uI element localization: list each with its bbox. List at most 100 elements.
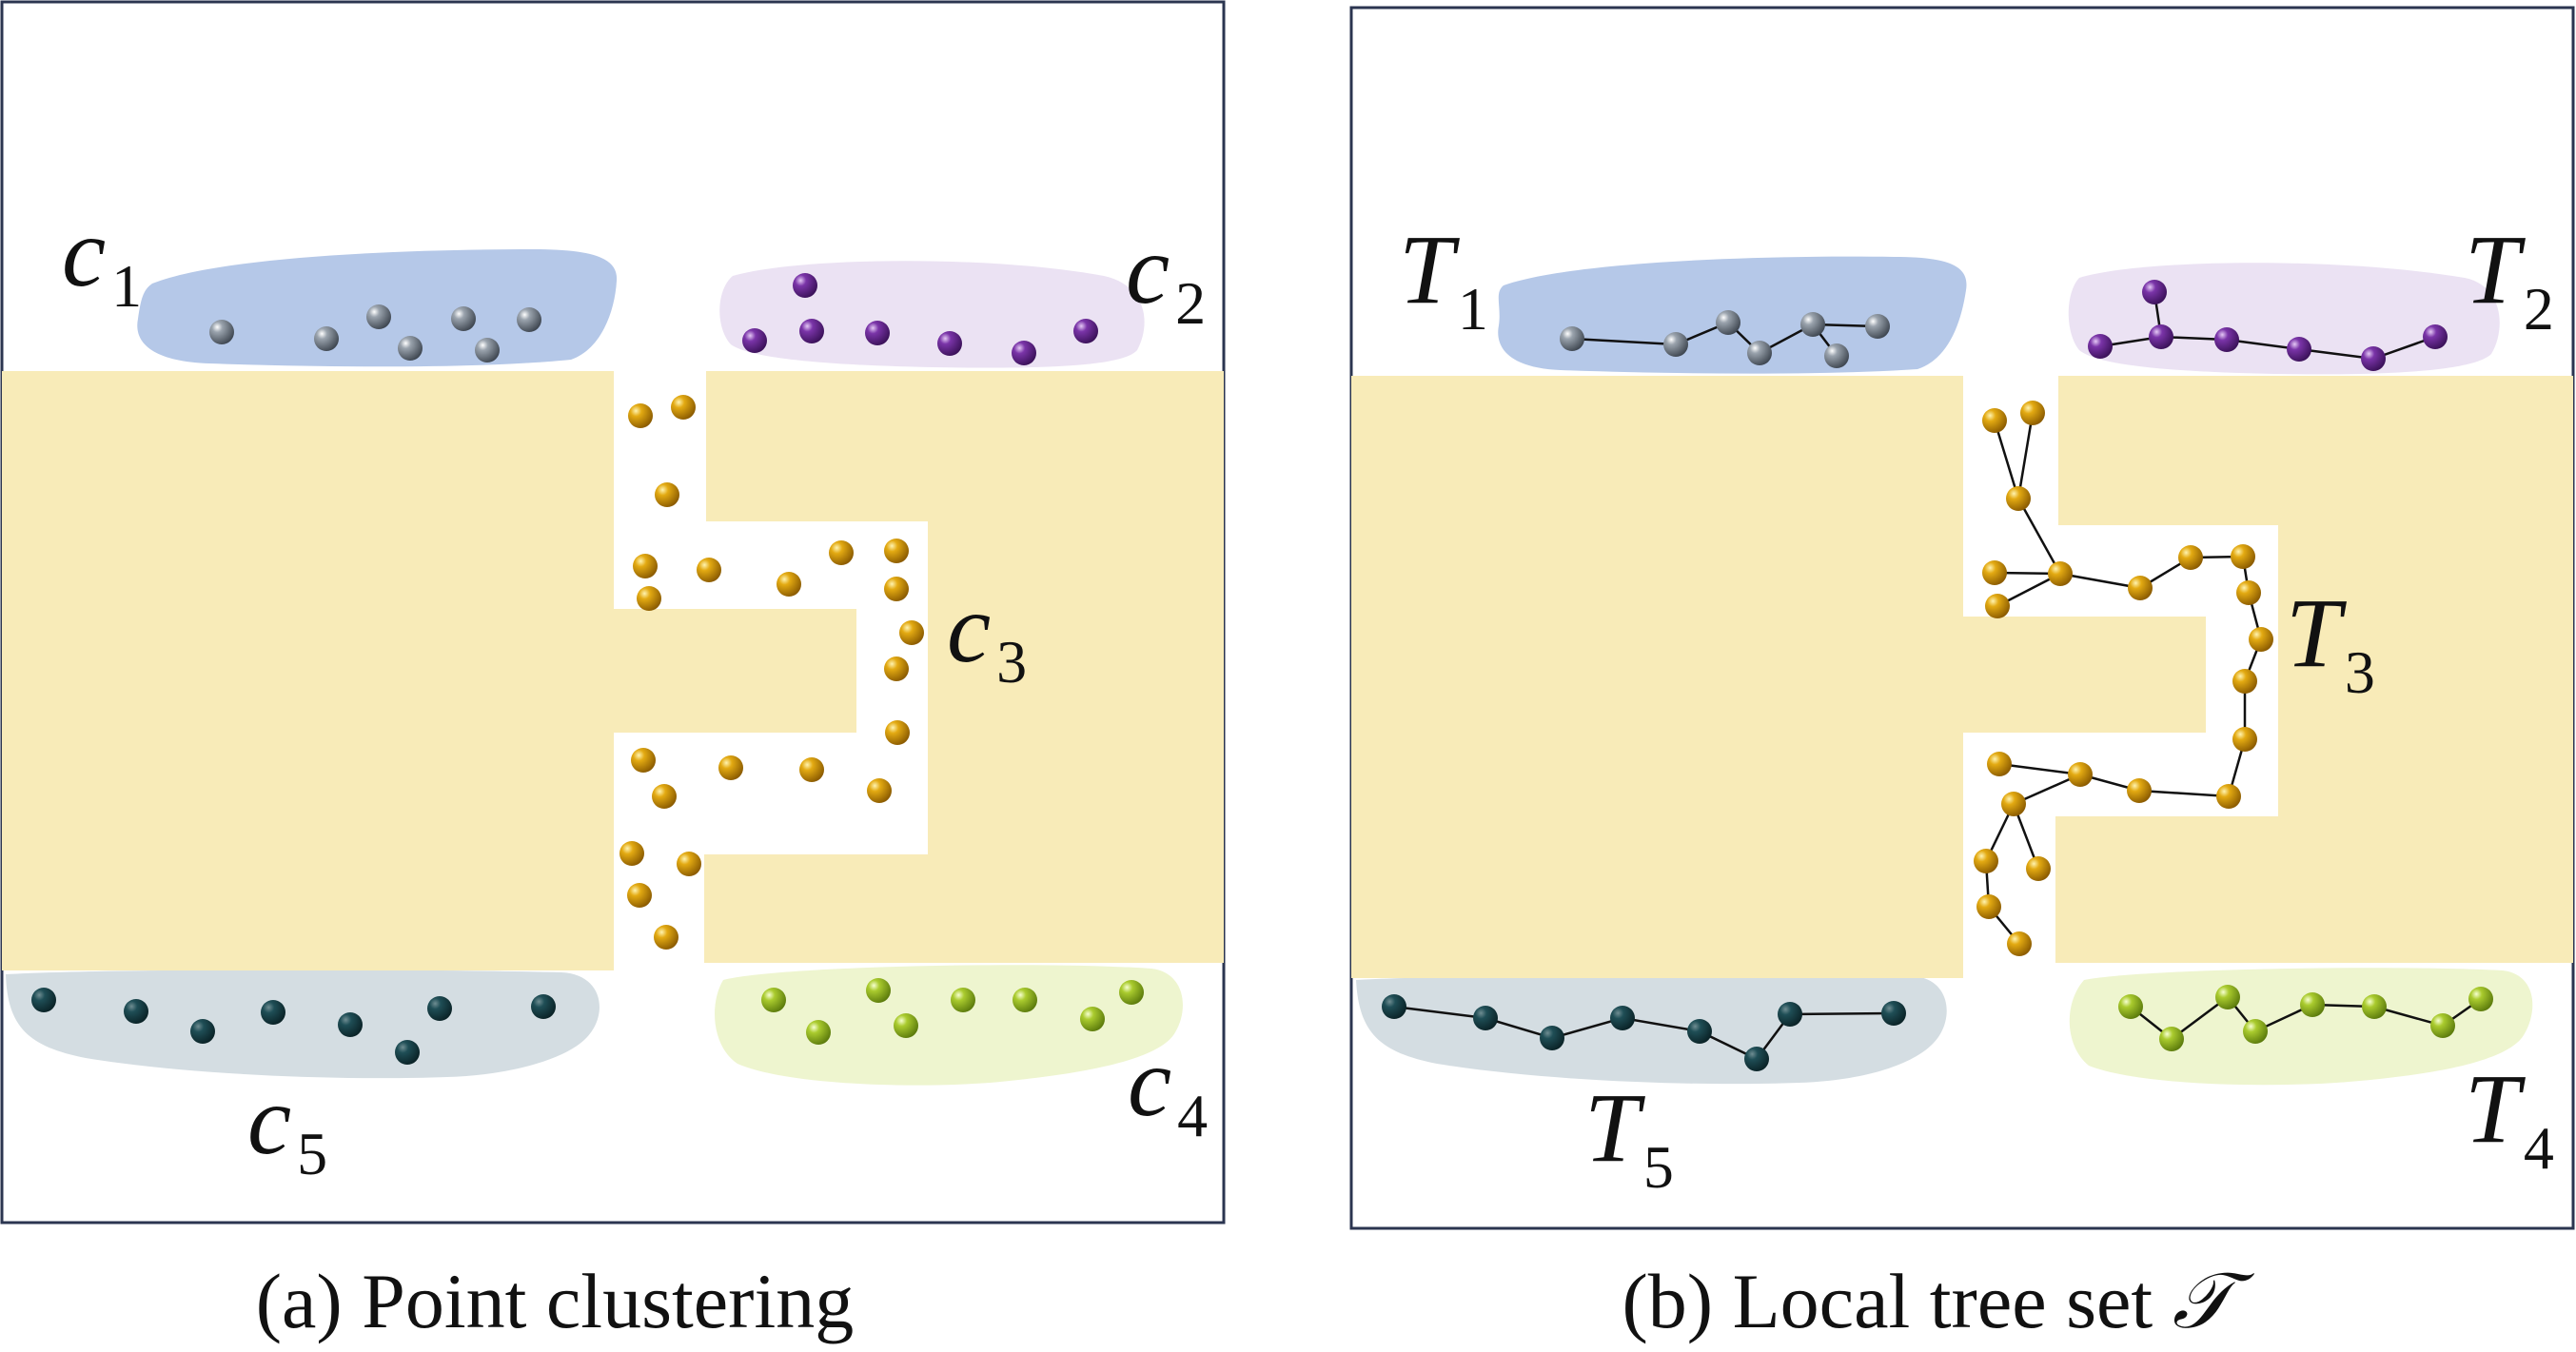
node bbox=[1687, 1019, 1712, 1044]
node bbox=[2127, 778, 2152, 803]
points-c2 bbox=[742, 273, 1098, 365]
node bbox=[1824, 343, 1849, 368]
point bbox=[799, 319, 824, 343]
panel-b: T1 T2 T3 T4 T5 (b) Local tree set 𝒯 bbox=[1349, 6, 2575, 1344]
point bbox=[777, 572, 801, 597]
points-c1 bbox=[209, 304, 541, 362]
point bbox=[1012, 341, 1036, 365]
point bbox=[619, 841, 644, 866]
point bbox=[829, 540, 854, 565]
node bbox=[2232, 727, 2257, 752]
point bbox=[655, 482, 679, 507]
caption-b: (b) Local tree set 𝒯 bbox=[1622, 1258, 2254, 1344]
node bbox=[1982, 408, 2007, 433]
point bbox=[806, 1020, 831, 1045]
point bbox=[671, 395, 696, 420]
point bbox=[633, 554, 658, 578]
tree-t3-edges-b bbox=[1984, 803, 2020, 945]
point bbox=[718, 755, 743, 780]
nodes-t2 bbox=[2088, 280, 2448, 371]
point bbox=[899, 620, 924, 645]
tree-t3-edge bbox=[2016, 412, 2035, 500]
label-t4: T4 bbox=[2465, 1054, 2554, 1182]
point bbox=[652, 784, 677, 809]
node bbox=[1663, 332, 1688, 357]
wall-left-b bbox=[1351, 376, 2206, 978]
point bbox=[677, 852, 701, 876]
point bbox=[884, 577, 909, 601]
point bbox=[531, 994, 556, 1019]
node bbox=[2007, 931, 2032, 956]
point bbox=[937, 331, 962, 356]
point bbox=[885, 720, 910, 745]
label-t1: T1 bbox=[1399, 215, 1488, 343]
nodes-t5 bbox=[1382, 994, 1906, 1071]
point bbox=[398, 336, 423, 361]
point bbox=[475, 338, 500, 362]
node bbox=[2020, 401, 2045, 425]
point bbox=[338, 1012, 363, 1037]
node bbox=[2216, 784, 2241, 809]
point bbox=[1080, 1007, 1105, 1031]
wall-right-b bbox=[2055, 376, 2573, 963]
node bbox=[2048, 561, 2073, 586]
node bbox=[1976, 894, 2001, 919]
cluster-region-c4 bbox=[715, 965, 1183, 1086]
node bbox=[1778, 1002, 1802, 1027]
node bbox=[1881, 1001, 1906, 1026]
point bbox=[884, 539, 909, 563]
node bbox=[2423, 324, 2448, 349]
point bbox=[697, 558, 721, 582]
point bbox=[637, 586, 661, 611]
node bbox=[2468, 987, 2493, 1011]
point bbox=[654, 925, 678, 950]
point bbox=[31, 988, 56, 1012]
node bbox=[2362, 994, 2387, 1019]
node bbox=[1610, 1006, 1635, 1030]
label-t2: T2 bbox=[2465, 215, 2554, 343]
points-c5 bbox=[31, 988, 556, 1065]
node bbox=[2236, 580, 2261, 605]
node bbox=[2214, 327, 2239, 352]
tree-region-t4 bbox=[2069, 968, 2533, 1086]
caption-a: (a) Point clustering bbox=[256, 1258, 855, 1344]
nodes-t3 bbox=[1974, 401, 2273, 956]
point bbox=[190, 1019, 215, 1044]
point bbox=[631, 748, 656, 773]
point bbox=[1119, 980, 1144, 1005]
point bbox=[793, 273, 817, 298]
point bbox=[884, 656, 909, 681]
tree-t3-edges-a bbox=[1993, 420, 2263, 798]
node bbox=[2118, 994, 2143, 1019]
node bbox=[1985, 594, 2010, 618]
point bbox=[1073, 319, 1098, 343]
tree-region-t2 bbox=[2068, 263, 2500, 375]
node bbox=[2361, 346, 2386, 371]
node bbox=[2287, 337, 2311, 362]
label-c5: c5 bbox=[247, 1066, 327, 1187]
node bbox=[2128, 576, 2153, 600]
node bbox=[2178, 545, 2203, 570]
node bbox=[2430, 1013, 2455, 1038]
point bbox=[799, 757, 824, 782]
cluster-region-c5 bbox=[6, 970, 600, 1079]
node bbox=[2088, 334, 2113, 359]
node bbox=[1982, 560, 2007, 585]
point bbox=[314, 326, 339, 351]
point bbox=[894, 1013, 918, 1038]
node bbox=[1716, 310, 1740, 335]
node bbox=[1800, 312, 1825, 337]
point bbox=[866, 978, 891, 1003]
panel-a: c1 c2 c3 c4 c5 (a) Point clustering bbox=[0, 0, 1226, 1344]
point bbox=[366, 304, 391, 329]
node bbox=[2068, 762, 2093, 787]
node bbox=[1865, 314, 1890, 339]
point bbox=[742, 328, 767, 353]
points-c3 bbox=[619, 395, 924, 950]
node bbox=[2249, 627, 2273, 652]
node bbox=[1473, 1006, 1498, 1030]
node bbox=[2001, 792, 2026, 816]
node bbox=[1560, 326, 1584, 351]
label-t5: T5 bbox=[1584, 1073, 1674, 1201]
label-c3: c3 bbox=[947, 574, 1027, 696]
